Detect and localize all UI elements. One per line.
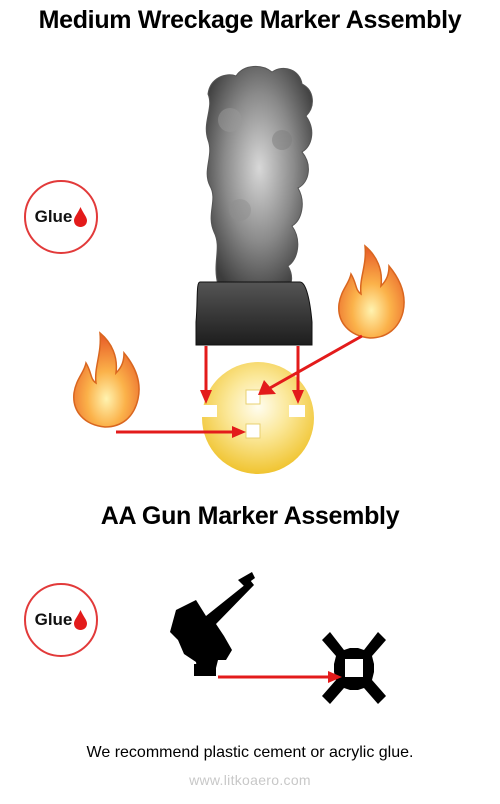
glue-drop-icon	[74, 610, 88, 630]
glue-badge: Glue	[24, 180, 98, 254]
section-title-wreckage: Medium Wreckage Marker Assembly	[38, 6, 462, 34]
flame-icon	[338, 244, 405, 339]
website-watermark: www.litkoaero.com	[189, 772, 311, 788]
glue-label: Glue	[34, 610, 73, 629]
base-stand-icon	[322, 632, 386, 704]
aa-gun-icon	[170, 572, 255, 676]
assembly-arrows	[116, 334, 363, 438]
aa-assembly-arrow	[218, 671, 342, 683]
glue-label: Glue	[34, 207, 73, 226]
smoke-plume-icon	[205, 66, 313, 293]
flame-icon	[73, 331, 140, 428]
glue-badge: Glue	[24, 583, 98, 657]
wreckage-base-icon	[195, 281, 313, 346]
glue-recommendation-note: We recommend plastic cement or acrylic g…	[86, 744, 414, 761]
glue-drop-icon	[74, 207, 88, 227]
glow-base-icon	[201, 362, 314, 474]
section-title-aa-gun: AA Gun Marker Assembly	[100, 502, 400, 530]
